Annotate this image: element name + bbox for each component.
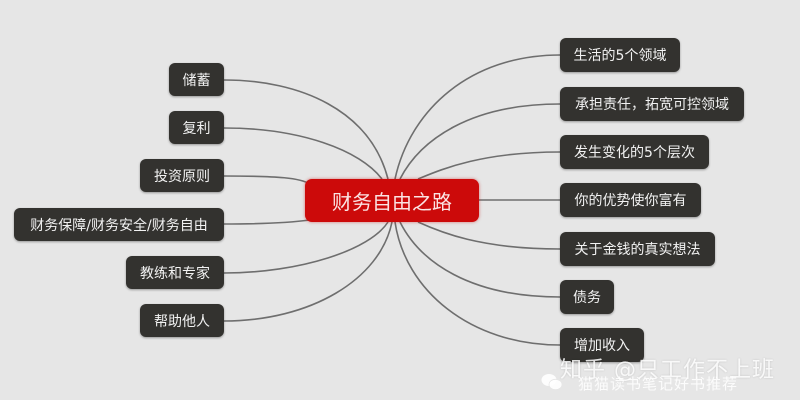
node-debt[interactable]: 债务 [560,280,614,314]
node-financial-security-freedom[interactable]: 财务保障/财务安全/财务自由 [14,208,224,241]
node-coaches-experts[interactable]: 教练和专家 [126,256,224,289]
node-five-levels-of-change[interactable]: 发生变化的5个层次 [560,135,709,169]
node-label: 储蓄 [182,72,211,89]
node-label: 发生变化的5个层次 [574,145,695,161]
watermark-zhihu: 知乎 @只工作不上班 [560,358,775,383]
node-label: 你的优势使你富有 [574,193,687,209]
node-compound-interest[interactable]: 复利 [169,111,224,144]
node-label: 财务保障/财务安全/财务自由 [30,217,208,234]
node-label: 关于金钱的真实想法 [574,242,701,258]
node-label: 增加收入 [574,338,630,354]
node-helping-others[interactable]: 帮助他人 [140,304,224,337]
node-five-areas-of-life[interactable]: 生活的5个领域 [560,38,680,72]
node-label: 生活的5个领域 [573,48,667,64]
central-topic-label: 财务自由之路 [332,190,452,214]
node-strengths-make-rich[interactable]: 你的优势使你富有 [560,183,701,217]
node-label: 教练和专家 [140,265,210,282]
node-label: 复利 [182,120,211,137]
node-label: 承担责任，拓宽可控领域 [575,97,729,113]
wechat-icon [541,374,563,391]
node-label: 帮助他人 [154,313,210,330]
node-take-responsibility[interactable]: 承担责任，拓宽可控领域 [560,87,744,121]
central-topic[interactable]: 财务自由之路 [305,179,479,222]
node-investment-principles[interactable]: 投资原则 [140,159,224,192]
node-label: 投资原则 [154,168,210,185]
node-savings[interactable]: 储蓄 [169,63,224,96]
node-label: 债务 [573,290,601,306]
watermark-wechat: 猫猫读书笔记好书推荐 [578,375,739,393]
node-increase-income[interactable]: 增加收入 [560,328,644,362]
node-true-thoughts-money[interactable]: 关于金钱的真实想法 [560,232,715,266]
